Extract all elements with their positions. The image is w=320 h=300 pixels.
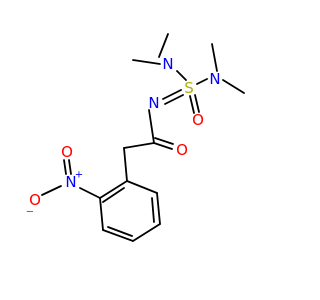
atom-carbonyl-oxygen: O [176, 141, 188, 159]
atom-nitro-nitrogen: N [65, 173, 76, 191]
bond-s-o-a [189, 95, 195, 114]
molecule-structure: N N S O N O N + O O − [26, 33, 245, 242]
bond-s-n-a [162, 89, 182, 100]
atom-imine-nitrogen: N [148, 94, 159, 112]
bond-nitro-o-left [41, 185, 62, 196]
atom-n-dimethyl-left: N [162, 55, 173, 73]
bond-ring-4 [102, 229, 134, 242]
bond-ring-5 [99, 197, 104, 231]
bond-n-carbonyl [148, 109, 155, 144]
bond-n-s-right [196, 78, 208, 85]
bond-ring-3 [132, 223, 161, 242]
bond-nitro-o-top-a [63, 159, 67, 175]
bond-c-o-a [153, 142, 173, 150]
atom-layer: N N S O N O N + O O − [26, 55, 221, 218]
bond-carbonyl-ch2 [123, 142, 155, 149]
bond-methyl-4 [222, 79, 245, 94]
bond-ring-nitro [79, 187, 101, 199]
bond-ring-1 [126, 180, 158, 194]
atom-nitro-oxygen-left: O [29, 191, 41, 209]
bond-ring-2 [156, 192, 161, 225]
bond-ring-inner-3 [102, 187, 125, 203]
atom-sulfur: S [184, 79, 194, 97]
atom-n-dimethyl-right: N [209, 70, 220, 88]
atom-sulfonyl-oxygen: O [192, 111, 204, 129]
bond-ch2-ring [123, 147, 128, 182]
bond-methyl-2 [132, 59, 161, 65]
bond-c-o-b [154, 137, 174, 145]
bond-layer [41, 33, 245, 242]
molecule-canvas: N N S O N O N + O O − [26, 33, 245, 242]
bond-ring-inner-2 [107, 226, 133, 237]
bond-n-s-left [176, 70, 187, 81]
bond-s-n-b [164, 94, 184, 105]
bond-methyl-3 [211, 43, 218, 72]
bond-methyl-1 [158, 33, 169, 58]
bond-ring-6 [99, 180, 128, 199]
bond-nitro-o-top-b [68, 159, 72, 175]
atom-nitro-oxygen-top: O [61, 143, 73, 161]
charge-nitro-oxygen-left: − [26, 207, 34, 218]
charge-nitro-nitrogen: + [75, 170, 83, 181]
bond-s-o-b [194, 94, 200, 113]
bond-ring-inner-1 [151, 197, 155, 223]
